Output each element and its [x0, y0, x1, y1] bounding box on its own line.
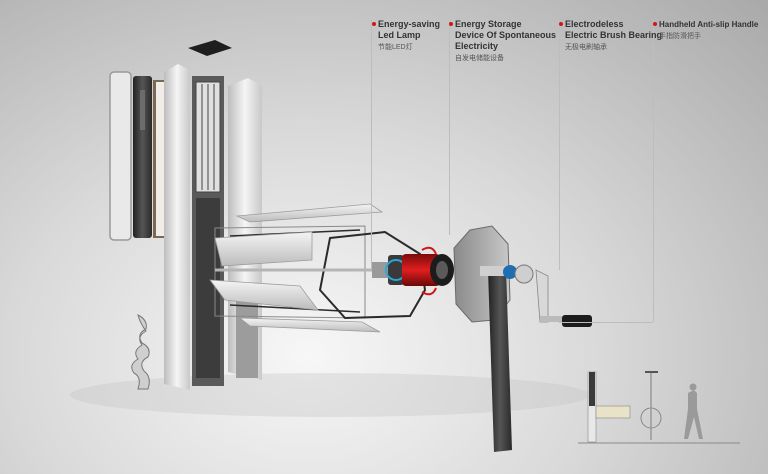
support-post: [488, 268, 512, 452]
callout-leader-line: [559, 20, 560, 270]
spiral-base-part: [131, 314, 150, 390]
callout-marker: [449, 22, 453, 26]
anti-slip-handle: [562, 315, 592, 327]
callout-leader-line: [449, 20, 450, 235]
callout-subtitle: 手指防滑把手: [659, 33, 701, 40]
callout-title: Handheld Anti-slip Handle: [659, 20, 759, 29]
callout-brush-bearing: Electrodeless Electric Brush Bearing 无极电…: [559, 19, 663, 54]
callout-subtitle: 无极电刷轴承: [565, 44, 607, 51]
callout-led-lamp: Energy-saving Led Lamp 节能LED灯: [372, 19, 441, 54]
led-lamp-panels: [109, 71, 171, 241]
callout-title: Electrodeless Electric Brush Bearing: [565, 19, 663, 40]
main-pole: [164, 64, 262, 390]
callout-leader-line: [559, 322, 653, 323]
callout-leader-line: [371, 20, 372, 270]
turbine-blades: [209, 203, 384, 333]
callout-marker: [372, 22, 376, 26]
callout-title: Energy-saving Led Lamp: [378, 19, 441, 40]
callout-subtitle: 节能LED灯: [378, 44, 413, 51]
top-cap-part: [188, 40, 232, 56]
callout-marker: [653, 22, 657, 26]
callout-leader-line: [653, 20, 654, 322]
assembled-product-thumbnail: [578, 371, 740, 444]
callout-anti-slip-handle: Handheld Anti-slip Handle 手指防滑把手: [653, 19, 759, 43]
electrode-bearing-crank: [480, 264, 566, 323]
callout-title: Energy Storage Device Of Spontaneous Ele…: [455, 19, 557, 51]
energy-storage-generator: [372, 246, 454, 296]
callout-subtitle: 自发电储能设备: [455, 55, 504, 62]
callout-energy-storage: Energy Storage Device Of Spontaneous Ele…: [449, 19, 557, 65]
callout-marker: [559, 22, 563, 26]
